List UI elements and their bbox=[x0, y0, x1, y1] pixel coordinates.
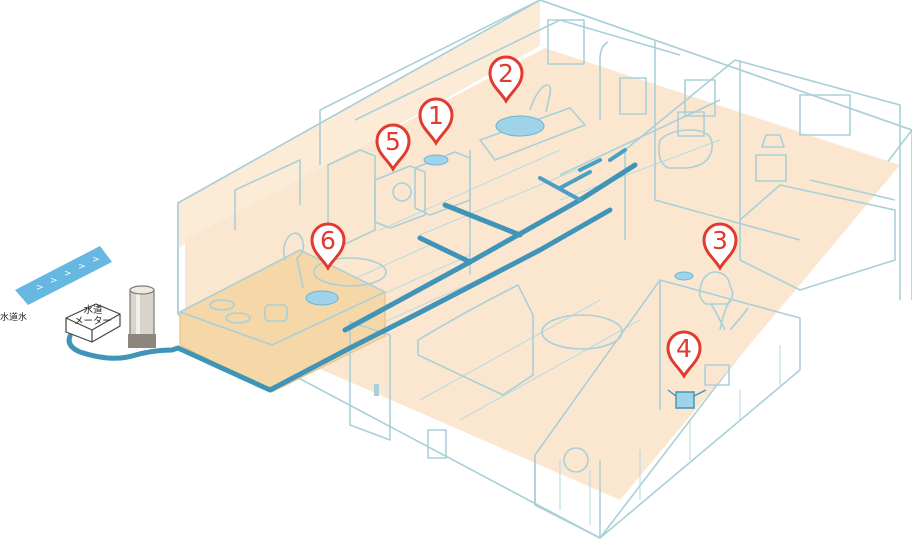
coffee-table bbox=[541, 314, 623, 350]
dining-table bbox=[313, 257, 387, 287]
pin-1[interactable]: 1 bbox=[418, 97, 454, 146]
bather bbox=[529, 84, 552, 113]
washer-door bbox=[392, 182, 412, 202]
tap-water-label: 水道水 bbox=[0, 311, 27, 323]
house-structure bbox=[177, 0, 912, 539]
meter-label-line1: 水道 bbox=[83, 304, 103, 316]
kitchen-sink bbox=[305, 290, 339, 306]
svg-text:>: > bbox=[64, 269, 72, 279]
nightstand bbox=[755, 154, 787, 182]
pin-2[interactable]: 2 bbox=[488, 55, 524, 104]
water-pipes bbox=[66, 148, 638, 393]
entrance-door bbox=[349, 321, 391, 441]
window-toilet bbox=[619, 77, 647, 115]
pin-5-number: 5 bbox=[385, 127, 401, 156]
flow-arrows: > > > > > bbox=[36, 255, 100, 293]
pot bbox=[264, 304, 288, 322]
water-meter: 水道 メーター bbox=[65, 303, 121, 343]
umbrella-stand bbox=[427, 429, 447, 459]
meter-label-line2: メーター bbox=[74, 316, 112, 327]
counter-top bbox=[179, 249, 386, 346]
svg-text:>: > bbox=[36, 283, 44, 293]
svg-text:>: > bbox=[92, 255, 100, 265]
window-bedroom bbox=[799, 94, 851, 136]
plant-icon bbox=[563, 447, 589, 473]
tap-water-stream bbox=[15, 246, 112, 305]
pet-bowl bbox=[674, 271, 694, 281]
location-pins: 1 2 3 4 5 6 bbox=[310, 55, 738, 379]
door-handle bbox=[374, 384, 379, 396]
pin-4-number: 4 bbox=[676, 334, 692, 363]
svg-text:>: > bbox=[50, 276, 58, 286]
pin-2-number: 2 bbox=[498, 59, 514, 88]
pin-5[interactable]: 5 bbox=[375, 123, 411, 172]
washbasin-bowl bbox=[423, 154, 449, 166]
bath-water bbox=[495, 115, 545, 137]
cook-figure bbox=[282, 232, 305, 289]
water-filter bbox=[128, 285, 156, 348]
watering-can-icon bbox=[667, 389, 707, 409]
pin-6-number: 6 bbox=[320, 226, 336, 255]
pin-6[interactable]: 6 bbox=[310, 222, 346, 271]
toilet-tank bbox=[677, 111, 705, 137]
flower-pot bbox=[704, 364, 730, 386]
window-bath bbox=[547, 19, 585, 65]
sofa bbox=[417, 284, 534, 396]
pin-3[interactable]: 3 bbox=[702, 222, 738, 271]
window-hall bbox=[684, 79, 716, 117]
tap-water-inflow: > > > > > 水道水 bbox=[0, 246, 112, 323]
balcony bbox=[534, 279, 801, 539]
pin-3-number: 3 bbox=[712, 226, 728, 255]
pin-4[interactable]: 4 bbox=[666, 330, 702, 379]
pin-1-number: 1 bbox=[428, 101, 444, 130]
svg-text:>: > bbox=[78, 262, 86, 272]
shower-icon bbox=[599, 41, 609, 120]
bed bbox=[739, 184, 896, 291]
toilet bbox=[658, 129, 713, 169]
dog bbox=[698, 271, 734, 305]
bathtub bbox=[479, 107, 586, 161]
lamp-icon bbox=[761, 134, 785, 148]
washbasin-cabinet bbox=[414, 151, 471, 216]
